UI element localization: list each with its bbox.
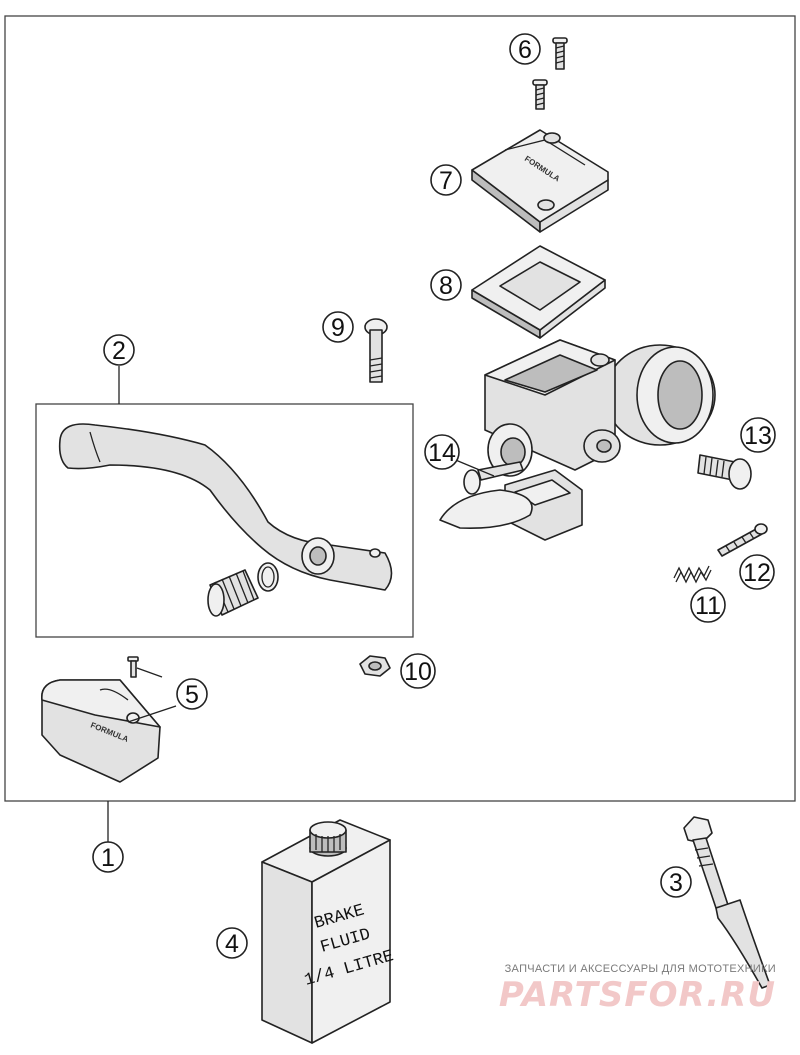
svg-text:6: 6 — [518, 36, 532, 64]
svg-text:10: 10 — [404, 658, 432, 686]
svg-text:1: 1 — [101, 844, 115, 872]
part-5-lever-cover: FORMULA — [41, 656, 161, 783]
screw-lower — [532, 79, 548, 110]
svg-text:5: 5 — [185, 681, 199, 709]
svg-text:7: 7 — [439, 167, 453, 195]
part-14-push-rod — [439, 461, 533, 530]
callout-3: 3 — [660, 866, 692, 898]
lever-subassembly-frame — [35, 403, 414, 638]
callout-11: 11 — [690, 587, 726, 623]
callout-12: 12 — [739, 554, 775, 590]
callout-2: 2 — [103, 334, 135, 366]
svg-text:13: 13 — [744, 422, 772, 450]
part-3-bleed-screw — [683, 816, 771, 989]
svg-text:3: 3 — [669, 869, 683, 897]
part-4-brake-fluid-can: BRAKE FLUID 1/4 LITRE — [261, 819, 396, 1044]
part-12-screw — [717, 523, 768, 557]
svg-text:11: 11 — [695, 592, 721, 620]
part-7-reservoir-cap: FORMULA — [471, 129, 609, 233]
part-6-screws — [532, 37, 568, 110]
watermark-subtitle: ЗАПЧАСТИ И АКСЕССУАРЫ ДЛЯ МОТОТЕХНИКИ — [505, 963, 776, 975]
svg-text:2: 2 — [112, 337, 126, 365]
svg-text:8: 8 — [439, 272, 453, 300]
svg-text:14: 14 — [428, 439, 456, 467]
part-8-diaphragm — [471, 245, 606, 339]
callout-4: 4 — [216, 927, 248, 959]
callout-6: 6 — [509, 33, 541, 65]
callout-5: 5 — [176, 678, 208, 710]
assembly-frame — [4, 15, 796, 802]
svg-text:9: 9 — [331, 314, 345, 342]
part-2-brake-lever — [58, 423, 393, 617]
callout-8: 8 — [430, 269, 462, 301]
callout-14: 14 — [424, 434, 460, 470]
callout-7: 7 — [430, 164, 462, 196]
part-9-bolt — [364, 318, 388, 383]
svg-text:12: 12 — [743, 559, 771, 587]
callout-13: 13 — [740, 417, 776, 453]
part-11-spring — [673, 565, 712, 584]
callout-10: 10 — [400, 653, 436, 689]
screw-upper — [552, 37, 568, 70]
watermark: ЗАПЧАСТИ И АКСЕССУАРЫ ДЛЯ МОТОТЕХНИКИ PA… — [499, 963, 776, 1015]
watermark-brand: PARTSFOR.RU — [499, 975, 776, 1015]
part-13-adjuster — [697, 454, 752, 490]
part-10-nut — [359, 655, 391, 677]
svg-text:4: 4 — [225, 930, 239, 958]
callout-1: 1 — [92, 841, 124, 873]
callout-9: 9 — [322, 311, 354, 343]
